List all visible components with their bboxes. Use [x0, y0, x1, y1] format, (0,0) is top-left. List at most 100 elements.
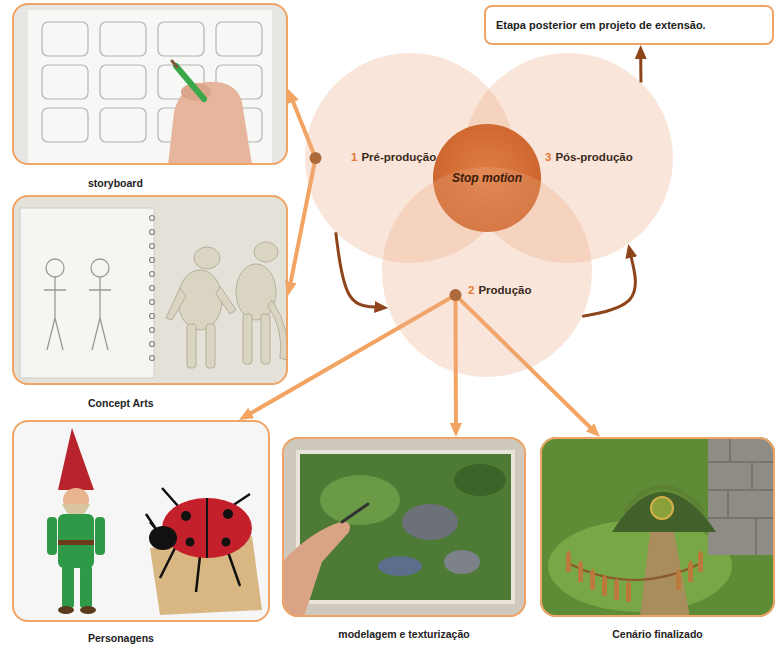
characters-photo — [58, 514, 94, 568]
process-box: Etapa posterior em projeto de extensão. — [484, 5, 774, 45]
ladybug-spots — [181, 509, 233, 547]
sketchbook-spiral — [150, 300, 155, 305]
photo-box: Concept Arts — [12, 195, 288, 385]
storyboard-panels — [42, 22, 88, 56]
stage-number: 2 — [468, 283, 474, 297]
caption-holder: modelagem e texturização — [284, 624, 524, 642]
core-label: Stop motion — [452, 171, 522, 185]
modeling-photo — [320, 475, 400, 525]
storyboard-photo — [12, 3, 288, 165]
clay-figures — [268, 300, 287, 360]
finished-set-photo — [612, 492, 716, 532]
characters-photo — [47, 517, 57, 555]
clay-figures — [243, 314, 252, 364]
storyboard-panels — [100, 22, 146, 56]
stage-circle: 2Produção — [382, 167, 592, 377]
stage-text-holder: 2Produção — [468, 283, 531, 297]
modeling-photo — [444, 550, 480, 574]
flow-arrow — [639, 58, 642, 82]
photo-caption: modelagem e texturização — [338, 628, 469, 640]
storyboard-panels — [42, 108, 88, 142]
sketchbook-spiral — [150, 230, 155, 235]
finished-set-photo — [540, 437, 775, 617]
storyboard-photo — [168, 82, 252, 165]
clay-figures — [166, 242, 287, 368]
finished-set-photo — [651, 497, 673, 519]
sketchbook-spiral — [150, 356, 155, 361]
photo-box: modelagem e texturização — [282, 437, 526, 617]
storyboard-photo — [12, 3, 288, 165]
stage-label: Pré-produção — [361, 150, 436, 164]
storyboard-panels — [42, 65, 88, 99]
modeling-photo — [282, 522, 350, 617]
characters-photo — [149, 526, 177, 550]
clay-figures — [187, 324, 196, 368]
characters-photo — [58, 540, 94, 545]
clay-figures — [261, 314, 270, 364]
finished-set-photo — [540, 437, 775, 617]
ladybug-spots — [222, 538, 231, 547]
clay-figures — [178, 270, 222, 330]
photo-box: Personagens — [12, 420, 270, 622]
characters-photo — [206, 498, 208, 558]
characters-photo — [62, 566, 74, 608]
storyboard-photo — [176, 66, 204, 99]
stage-text-holder: 1 Pré-produção — [351, 150, 436, 164]
photo-caption: Cenário finalizado — [612, 628, 702, 640]
storyboard-photo — [172, 61, 177, 67]
storyboard-photo — [28, 10, 272, 165]
sketchbook-spiral — [150, 272, 155, 277]
box-label: Etapa posterior em projeto de extensão. — [496, 19, 706, 31]
characters-photo — [162, 498, 252, 558]
pencil-sketch — [91, 259, 109, 277]
characters-photo — [80, 566, 92, 608]
storyboard-panels — [216, 22, 262, 56]
concept-art-photo — [20, 208, 154, 378]
photo-caption: storyboard — [88, 177, 143, 189]
sketchbook-spiral — [150, 328, 155, 333]
photo-box: Cenário finalizado — [540, 437, 775, 617]
caption-holder: Cenário finalizado — [542, 624, 773, 642]
characters-photo — [58, 428, 94, 490]
characters-photo — [80, 606, 96, 614]
sketchbook-spiral — [150, 216, 155, 221]
finished-set-photo — [566, 550, 703, 602]
modeling-photo — [402, 504, 458, 540]
finished-set-photo — [566, 562, 703, 580]
ladybug-spots — [181, 511, 191, 521]
characters-photo — [12, 420, 270, 622]
stage-text-holder: 3 Pós-produção — [545, 150, 633, 164]
clay-figures — [194, 247, 220, 269]
sketchbook-spiral — [150, 314, 155, 319]
modeling-photo — [454, 464, 506, 496]
storyboard-panels — [158, 22, 204, 56]
clay-figures — [166, 288, 186, 320]
modeling-photo — [282, 437, 526, 617]
characters-photo — [12, 420, 270, 622]
stage-number: 3 — [545, 150, 551, 164]
pencil-sketch — [44, 259, 111, 350]
sketchbook-spiral — [150, 258, 155, 263]
caption-holder: storyboard — [88, 173, 143, 191]
caption-holder: Personagens — [88, 628, 154, 646]
ladybug-spots — [223, 509, 233, 519]
finished-set-photo — [548, 520, 732, 612]
sketchbook-spiral — [150, 216, 155, 361]
storyboard-panels — [100, 65, 146, 99]
modeling-photo — [282, 437, 526, 617]
finished-set-photo — [640, 532, 690, 617]
modeling-photo — [378, 556, 422, 576]
caption-holder: Concept Arts — [88, 393, 154, 411]
characters-photo — [95, 517, 105, 555]
clay-figures — [236, 264, 276, 320]
stage-label: Pós-produção — [555, 150, 632, 164]
finished-set-photo — [708, 437, 775, 555]
stage-number: 1 — [351, 150, 357, 164]
modeling-photo — [342, 504, 368, 522]
concept-art-photo — [12, 195, 288, 385]
sketchbook-spiral — [150, 244, 155, 249]
clay-figures — [216, 286, 236, 314]
characters-photo — [58, 606, 74, 614]
photo-caption: Concept Arts — [88, 397, 154, 409]
